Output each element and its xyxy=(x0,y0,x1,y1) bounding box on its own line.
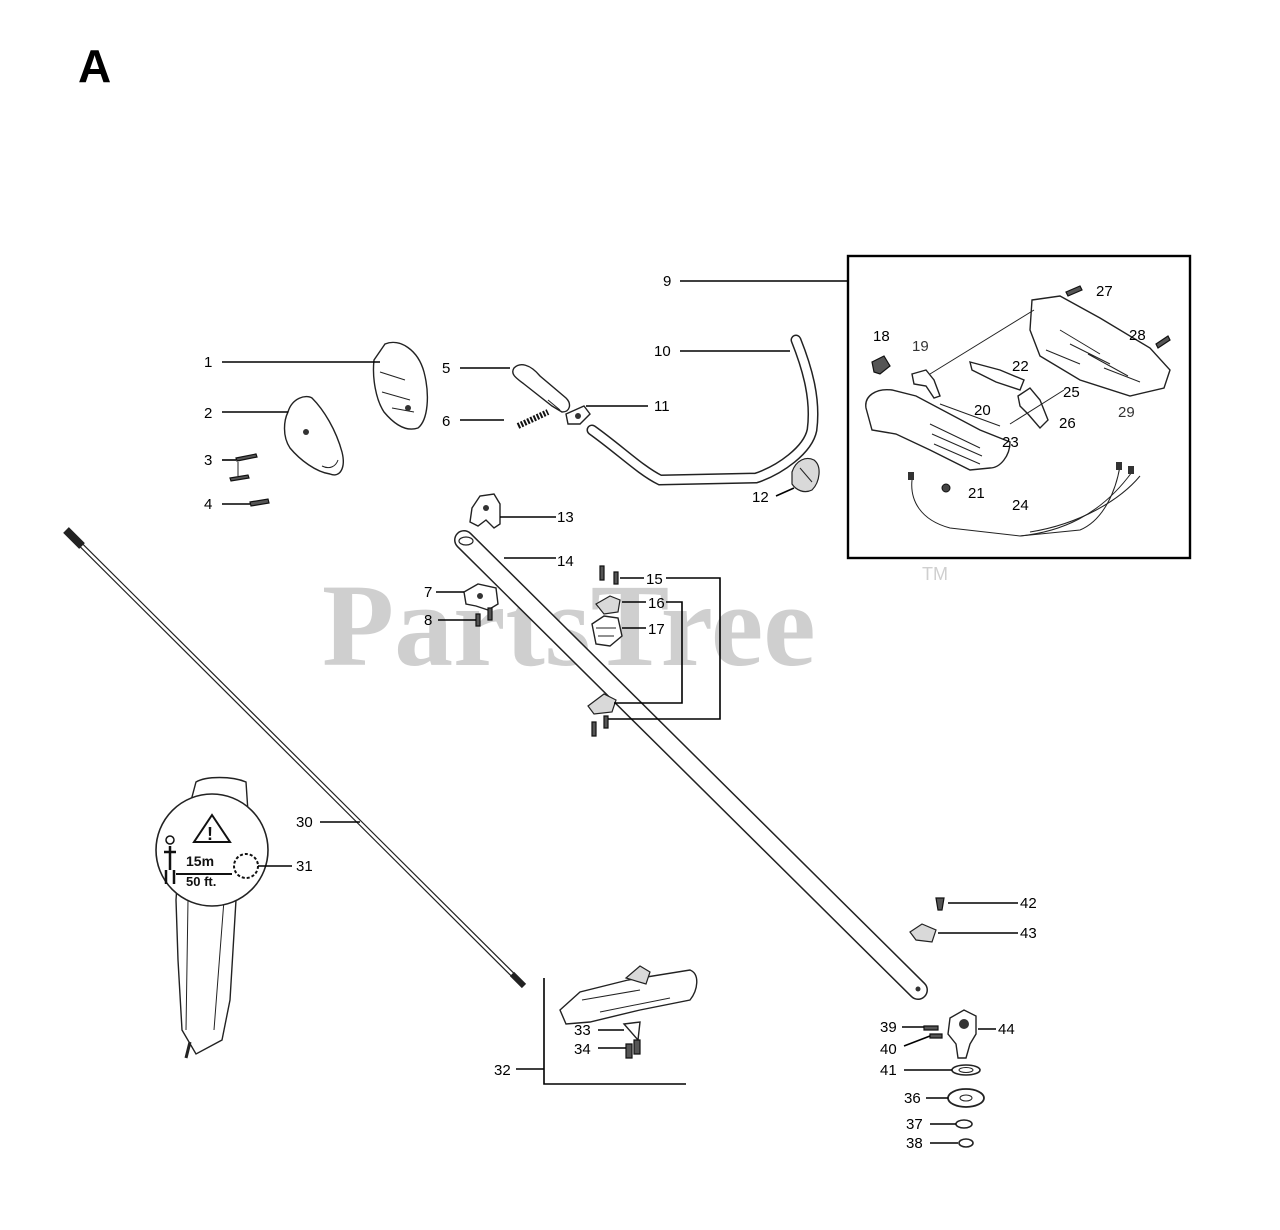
part-7-clamp xyxy=(463,583,499,611)
part-24-wiring xyxy=(908,462,1141,537)
callout-34: 34 xyxy=(574,1041,591,1058)
callout-31: 31 xyxy=(296,858,313,875)
callout-41: 41 xyxy=(880,1062,897,1079)
callout-19: 19 xyxy=(912,338,929,355)
callout-29: 29 xyxy=(1118,404,1135,421)
callout-17: 17 xyxy=(648,621,665,638)
callout-13: 13 xyxy=(557,509,574,526)
callout-37: 37 xyxy=(906,1116,923,1133)
callout-24: 24 xyxy=(1012,497,1029,514)
part-21-nut xyxy=(941,483,951,493)
callout-21: 21 xyxy=(968,485,985,502)
callout-5: 5 xyxy=(442,360,450,377)
part-6-spring xyxy=(516,409,550,429)
callout-7: 7 xyxy=(424,584,432,601)
part-34-screws xyxy=(625,1039,641,1059)
part-44-gear-head xyxy=(947,1009,977,1059)
callout-20: 20 xyxy=(974,402,991,419)
callout-14: 14 xyxy=(557,553,574,570)
callout-23: 23 xyxy=(1002,434,1019,451)
callout-22: 22 xyxy=(1012,358,1029,375)
callout-33: 33 xyxy=(574,1022,591,1039)
callout-30: 30 xyxy=(296,814,313,831)
callout-25: 25 xyxy=(1063,384,1080,401)
part-23-handle-body xyxy=(865,389,1011,471)
callout-40: 40 xyxy=(880,1041,897,1058)
part-2-cover xyxy=(283,395,344,476)
part-29-housing xyxy=(1029,295,1171,397)
svg-text:!: ! xyxy=(207,824,213,844)
callout-43: 43 xyxy=(1020,925,1037,942)
part-11-clamp xyxy=(565,405,591,425)
part-15-screws xyxy=(591,565,619,737)
callout-36: 36 xyxy=(904,1090,921,1107)
callout-38: 38 xyxy=(906,1135,923,1152)
callout-10: 10 xyxy=(654,343,671,360)
callout-42: 42 xyxy=(1020,895,1037,912)
part-36-disc xyxy=(947,1088,985,1108)
callout-12: 12 xyxy=(752,489,769,506)
callout-44: 44 xyxy=(998,1021,1015,1038)
part-39-screw xyxy=(923,1025,939,1031)
part-1-cover xyxy=(372,341,429,430)
part-5-grip xyxy=(512,364,571,413)
part-3-screws xyxy=(229,453,258,482)
callout-18: 18 xyxy=(873,328,890,345)
watermark: PartsTree xyxy=(322,560,816,691)
part-31-harness-decal: ! 15m 50 ft. xyxy=(155,776,269,1059)
part-42-screw xyxy=(935,897,945,911)
part-38-ring xyxy=(958,1138,974,1148)
part-40-screw xyxy=(929,1033,943,1039)
section-letter: A xyxy=(78,40,111,92)
decal-distance-m: 15m xyxy=(186,853,214,869)
callout-1: 1 xyxy=(204,354,212,371)
part-41-washer xyxy=(951,1064,981,1076)
callout-2: 2 xyxy=(204,405,212,422)
leader-lines xyxy=(222,280,1018,1144)
handle-assembly-inset-box xyxy=(846,254,1192,560)
callout-9: 9 xyxy=(663,273,671,290)
part-30-drive-shaft xyxy=(63,527,527,989)
callout-8: 8 xyxy=(424,612,432,629)
callout-6: 6 xyxy=(442,413,450,430)
callout-11: 11 xyxy=(654,398,670,415)
part-17-block xyxy=(591,615,623,647)
callout-16: 16 xyxy=(648,595,665,612)
part-19-lever xyxy=(911,369,941,399)
part-10-loop-handle xyxy=(586,334,819,486)
callout-32: 32 xyxy=(494,1062,511,1079)
callout-39: 39 xyxy=(880,1019,897,1036)
decal-distance-ft: 50 ft. xyxy=(186,874,216,889)
watermark-tm: TM xyxy=(922,564,948,584)
part-15-clamp-half xyxy=(587,693,617,715)
callout-labels: 1 2 3 4 5 6 9 10 11 12 13 14 7 8 15 16 1… xyxy=(204,273,1146,1152)
part-43-plate xyxy=(909,923,937,943)
callout-27: 27 xyxy=(1096,283,1113,300)
callout-3: 3 xyxy=(204,452,212,469)
part-13-clamp xyxy=(469,493,501,529)
part-22-trigger xyxy=(969,361,1025,391)
part-18-switch xyxy=(871,355,891,375)
callout-4: 4 xyxy=(204,496,212,513)
part-27-screw xyxy=(1065,285,1083,297)
callout-26: 26 xyxy=(1059,415,1076,432)
part-28-screw xyxy=(1155,335,1171,349)
callout-28: 28 xyxy=(1129,327,1146,344)
part-14-shaft-tube xyxy=(454,530,928,1000)
part-16-bracket xyxy=(595,595,621,615)
part-32-plate xyxy=(559,965,698,1025)
part-4-screw xyxy=(249,498,270,507)
part-37-ring xyxy=(955,1119,973,1129)
part-12-knob xyxy=(791,457,820,493)
inset-guide-lines xyxy=(929,309,1081,427)
part-33-insert xyxy=(622,1021,641,1042)
part-8-screws xyxy=(475,607,493,627)
part-26-throttle xyxy=(1017,387,1049,430)
callout-15: 15 xyxy=(646,571,663,588)
